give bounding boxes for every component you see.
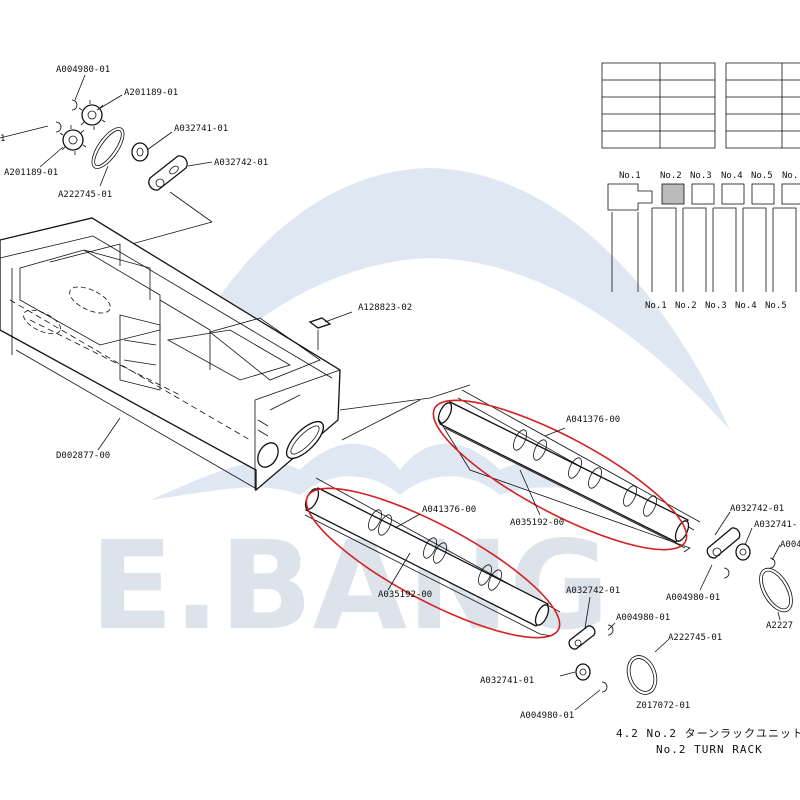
part-label: D002877-00 [56, 451, 110, 461]
part-label: 1 [0, 134, 5, 144]
c-ring-icon [55, 99, 78, 133]
part-label: A041376-00 [566, 415, 620, 425]
index-label: No.4 [721, 171, 743, 181]
timing-belt-icon [91, 127, 125, 169]
index-label: No.2 [660, 171, 682, 181]
part-label: Z017072-01 [636, 701, 690, 711]
part-label: A004980-01 [56, 65, 110, 75]
part-label: A201189-01 [124, 88, 178, 98]
part-label: A032742-01 [214, 158, 268, 168]
part-label: A004980-01 [616, 613, 670, 623]
selected-position-box [661, 183, 685, 205]
gear-assembly-top [0, 74, 213, 281]
part-label: A128823-02 [358, 303, 412, 313]
index-label: No.1 [645, 301, 667, 311]
caption: 4.2 No.2 ターンラックユニット No.2 TURN RACK [616, 727, 800, 756]
index-label: No. [782, 171, 798, 181]
index-label: No.5 [751, 171, 773, 181]
position-index [607, 183, 800, 292]
bracket-icon [568, 625, 596, 650]
roller-set-upper [432, 389, 793, 621]
part-label: A035192-00 [378, 590, 432, 600]
part-label: A032741-01 [174, 124, 228, 134]
timing-belt-icon [759, 567, 793, 613]
highlight-ring [432, 399, 688, 551]
roller-set-lower [304, 477, 669, 711]
c-ring-icon [601, 624, 614, 693]
part-label: A004 [780, 540, 800, 550]
bracket-icon [706, 527, 741, 559]
part-label: A201189-01 [4, 168, 58, 178]
watermark: E.BANG [90, 168, 730, 657]
caption-line-2: No.2 TURN RACK [656, 743, 763, 756]
part-label: A032742-01 [730, 504, 784, 514]
index-table [601, 62, 800, 149]
part-label: A041376-00 [422, 505, 476, 515]
index-label: No.3 [690, 171, 712, 181]
bracket-icon [148, 155, 188, 191]
part-label: A222745-01 [58, 190, 112, 200]
part-label: A222745-01 [668, 633, 722, 643]
index-label: No.4 [735, 301, 757, 311]
part-label: A004980-01 [666, 593, 720, 603]
part-label: A2227 [766, 621, 793, 631]
gear-icon [78, 100, 106, 130]
caption-line-1: 4.2 No.2 ターンラックユニット [616, 727, 800, 740]
timing-belt-icon [626, 655, 658, 695]
pulley-icon [131, 142, 149, 162]
part-label: A032742-01 [566, 586, 620, 596]
part-label: A032741- [754, 520, 797, 530]
index-labels-bottom: No.1 No.2 No.3 No.4 No.5 [645, 301, 787, 311]
index-labels-top: No.1 No.2 No.3 No.4 No.5 No. [619, 171, 798, 181]
index-label: No.1 [619, 171, 641, 181]
pulley-icon [575, 663, 591, 681]
part-label: A032741-01 [480, 676, 534, 686]
gear-icon [59, 125, 87, 155]
watermark-text: E.BANG [90, 515, 609, 657]
part-label: A035192-00 [510, 518, 564, 528]
index-label: No.3 [705, 301, 727, 311]
c-ring-icon [723, 557, 776, 579]
pulley-icon [735, 543, 751, 561]
highlight-ring [305, 487, 561, 639]
index-label: No.2 [675, 301, 697, 311]
part-labels: A004980-01 A201189-01 1 A032741-01 A0327… [0, 65, 800, 721]
index-label: No.5 [765, 301, 787, 311]
frame-assembly [0, 217, 471, 492]
part-label: A004980-01 [520, 711, 574, 721]
